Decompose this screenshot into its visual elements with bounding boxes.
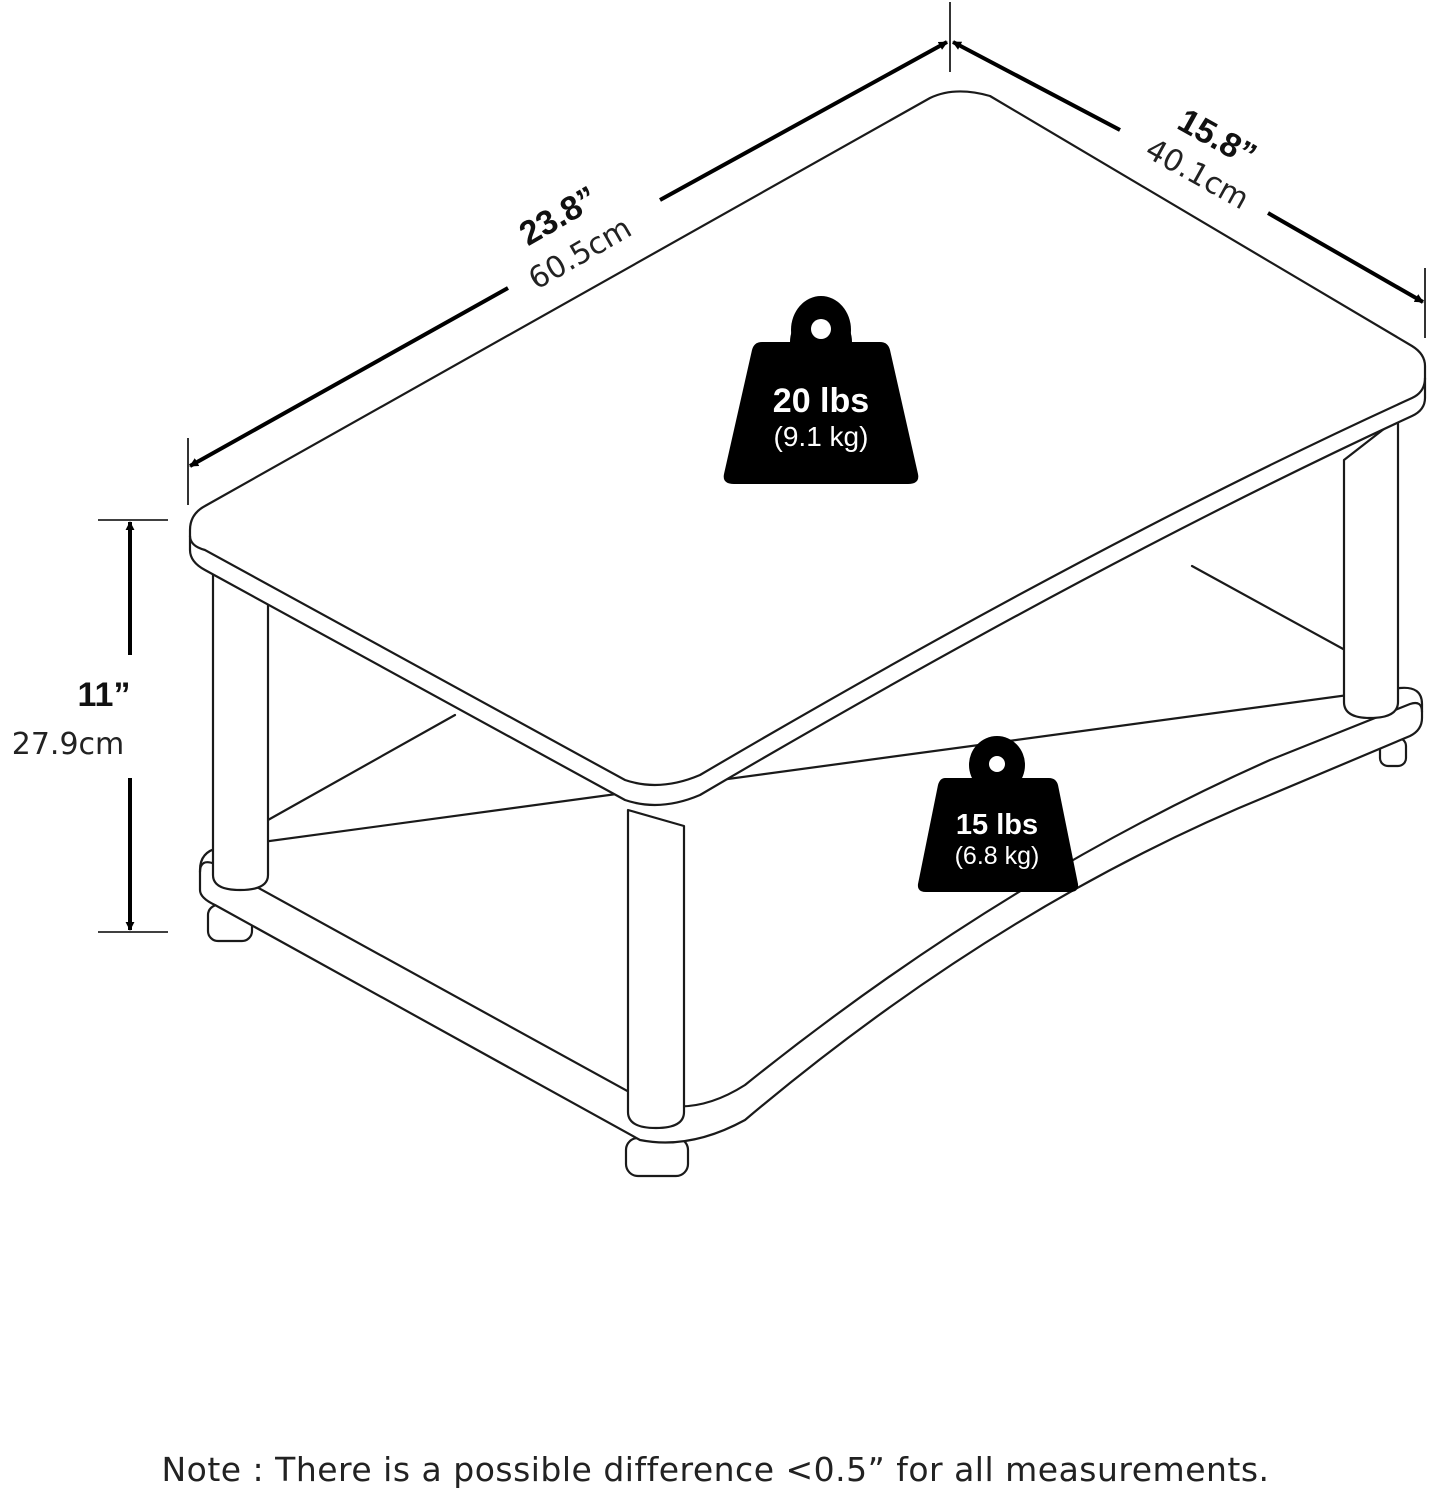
dimension-arrow-icon	[1267, 211, 1424, 304]
bottom-shelf-right-line	[1190, 564, 1347, 652]
dimension-height: 11” 27.9cm	[12, 519, 168, 933]
dimension-arrow-icon	[952, 40, 1121, 132]
bottom-shelf	[198, 564, 1424, 1144]
top-shelf-weight-lbs: 20 lbs	[773, 382, 869, 420]
weight-icon: 15 lbs (6.8 kg)	[917, 736, 1079, 892]
leg-back-right	[1342, 416, 1400, 720]
weight-icon: 20 lbs (9.1 kg)	[723, 296, 919, 484]
table-drawing: 23.8” 60.5cm 15.8” 40.1cm 11” 27.9cm 20 …	[12, 2, 1427, 1178]
bottom-shelf-edge	[198, 701, 1424, 1108]
height-inches-label: 11”	[78, 676, 131, 714]
top-shelf-weight-kg: (9.1 kg)	[774, 421, 869, 452]
leg-front-right	[626, 808, 686, 1130]
leg-front-left	[211, 568, 270, 892]
measurement-note: Note : There is a possible difference <0…	[161, 1450, 1270, 1489]
dimension-arrow-icon	[659, 40, 948, 202]
dimension-arrow-icon	[189, 286, 509, 468]
height-cm-label: 27.9cm	[12, 727, 125, 762]
bottom-shelf-weight-lbs: 15 lbs	[956, 809, 1038, 841]
bottom-shelf-weight-kg: (6.8 kg)	[955, 842, 1040, 870]
bottom-shelf-back-line	[266, 713, 457, 822]
top-shelf-edge	[188, 376, 1427, 787]
legs	[211, 416, 1400, 1130]
foot-front	[624, 1136, 690, 1178]
bottom-shelf-panel	[198, 686, 1424, 1144]
